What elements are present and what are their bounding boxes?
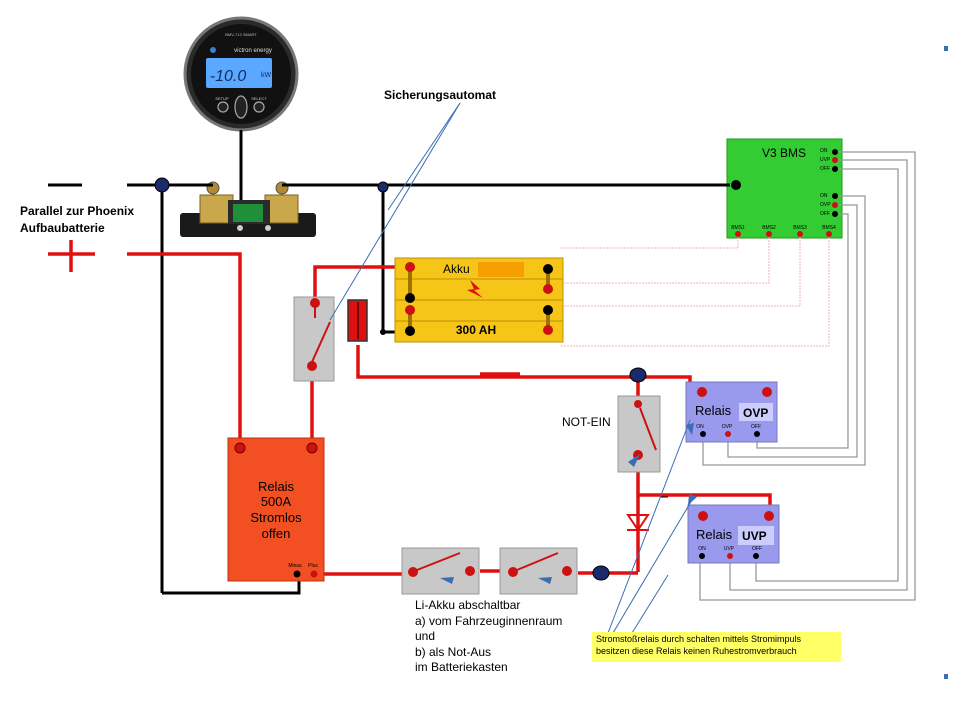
relay-ovp-off-label: OFF: [751, 424, 761, 430]
battery-pack: Akku 300 AH: [394, 257, 564, 343]
monitor-updown-button[interactable]: [234, 95, 248, 119]
relay-uvp-tag: UVP: [742, 529, 767, 543]
bms-top-on-label: ON: [820, 148, 828, 154]
monitor-model: BMV-712 SMART: [225, 32, 257, 37]
disconnect-line5: im Batteriekasten: [415, 660, 508, 674]
main-relay-line4: offen: [262, 526, 291, 541]
disconnect-label: Li-Akku abschaltbar a) vom Fahrzeuginnen…: [415, 598, 562, 676]
bms-cell1-label: BMS1: [731, 225, 745, 231]
bms-module: V3 BMS ON UVP OFF ON OVP OFF BMS1 BMS2 B…: [726, 138, 843, 239]
arrow-icons: [440, 423, 697, 584]
note-line2: besitzen diese Relais keinen Ruhestromve…: [596, 646, 797, 656]
arrow-switch2-icon: [538, 577, 552, 584]
negative-wires: [48, 130, 730, 595]
victron-logo-icon: [210, 47, 216, 53]
relay-uvp: Relais UVP ON UVP OFF: [687, 504, 780, 564]
parallel-label: Parallel zur Phoenix Aufbaubatterie: [20, 203, 134, 237]
monitor-select-label: SELECT: [251, 96, 267, 101]
arrow-not-ein-icon: [628, 454, 640, 467]
monitor-setup-label: SETUP: [215, 96, 229, 101]
main-relay-line3: Stromlos: [250, 510, 302, 525]
not-ein-label: NOT-EIN: [562, 415, 611, 429]
battery-name: Akku: [443, 262, 470, 276]
relay-ovp-on-label: ON: [696, 424, 704, 430]
parallel-label-line1: Parallel zur Phoenix: [20, 204, 135, 218]
circuit-breaker[interactable]: [293, 296, 335, 382]
pointer-lines: [329, 102, 693, 634]
bms-title: V3 BMS: [762, 146, 806, 160]
monitor-screen: [206, 58, 272, 88]
main-relay-line2: 500A: [261, 494, 292, 509]
fuse: [347, 299, 368, 342]
bms-top-uvp-label: UVP: [820, 157, 831, 163]
relay-uvp-on-label: ON: [698, 546, 706, 552]
breaker-label: Sicherungsautomat: [384, 88, 497, 102]
diode: [626, 514, 650, 532]
disconnect-line1: Li-Akku abschaltbar: [415, 598, 521, 612]
disconnect-switch-1[interactable]: [401, 547, 480, 595]
bms-mid-off-label: OFF: [820, 211, 830, 217]
note-line1: Stromstoßrelais durch schalten mittels S…: [596, 634, 802, 644]
disconnect-line4: b) als Not-Aus: [415, 644, 492, 659]
bms-cell4-label: BMS4: [822, 225, 836, 231]
corner-dot-bottom: [944, 674, 948, 679]
relay-ovp-tag: OVP: [743, 406, 768, 420]
arrow-ovp-icon: [686, 423, 694, 435]
parallel-label-line2: Aufbaubatterie: [20, 221, 105, 235]
positive-wires: [48, 240, 772, 576]
bms-cell3-label: BMS3: [793, 225, 807, 231]
signal-wires: [699, 151, 916, 601]
battery-monitor: BMV-712 SMART victron energy -10.0 kW SE…: [183, 16, 299, 132]
main-relay-minus-label: Minus: [288, 563, 302, 569]
lightning-icon: [467, 280, 483, 298]
main-relay-plus-label: Plus: [308, 563, 318, 569]
bms-mid-on-label: ON: [820, 193, 828, 199]
relay-ovp: Relais OVP ON OVP OFF: [685, 381, 778, 443]
bms-mid-ovp-label: OVP: [820, 202, 831, 208]
cell-balance-wires: [560, 237, 830, 347]
monitor-setup-button[interactable]: [217, 101, 229, 113]
battery-capacity: 300 AH: [456, 323, 496, 337]
bms-cell2-label: BMS2: [762, 225, 776, 231]
junction-nodes: [154, 177, 647, 581]
arrow-uvp-icon: [688, 494, 697, 505]
main-relay-line1: Relais: [258, 479, 295, 494]
relay-uvp-uvp-label: UVP: [724, 546, 735, 552]
relay-ovp-ovp-label: OVP: [722, 424, 733, 430]
relay-ovp-tag-bg: [739, 403, 773, 421]
battery-label-blank: [478, 262, 524, 277]
disconnect-line2: a) vom Fahrzeuginnenraum: [415, 613, 563, 628]
monitor-brand: victron energy: [234, 48, 272, 54]
monitor-select-button[interactable]: [253, 101, 265, 113]
relay-uvp-tag-bg: [738, 526, 774, 545]
monitor-value: -10.0: [210, 68, 247, 85]
corner-dot-top: [944, 46, 948, 51]
relay-uvp-name: Relais: [696, 527, 733, 542]
relay-ovp-name: Relais: [695, 403, 732, 418]
main-relay: Relais 500A Stromlos offen Minus Plus: [227, 437, 325, 582]
arrow-switch1-icon: [440, 577, 454, 584]
relay-uvp-off-label: OFF: [752, 546, 762, 552]
not-ein-switch[interactable]: [617, 395, 661, 473]
disconnect-line3: und: [415, 629, 436, 643]
disconnect-switch-2[interactable]: [499, 547, 578, 595]
monitor-unit: kW: [261, 72, 272, 79]
bms-top-off-label: OFF: [820, 166, 830, 172]
shunt: [180, 181, 316, 237]
note-box: Stromstoßrelais durch schalten mittels S…: [592, 632, 841, 662]
